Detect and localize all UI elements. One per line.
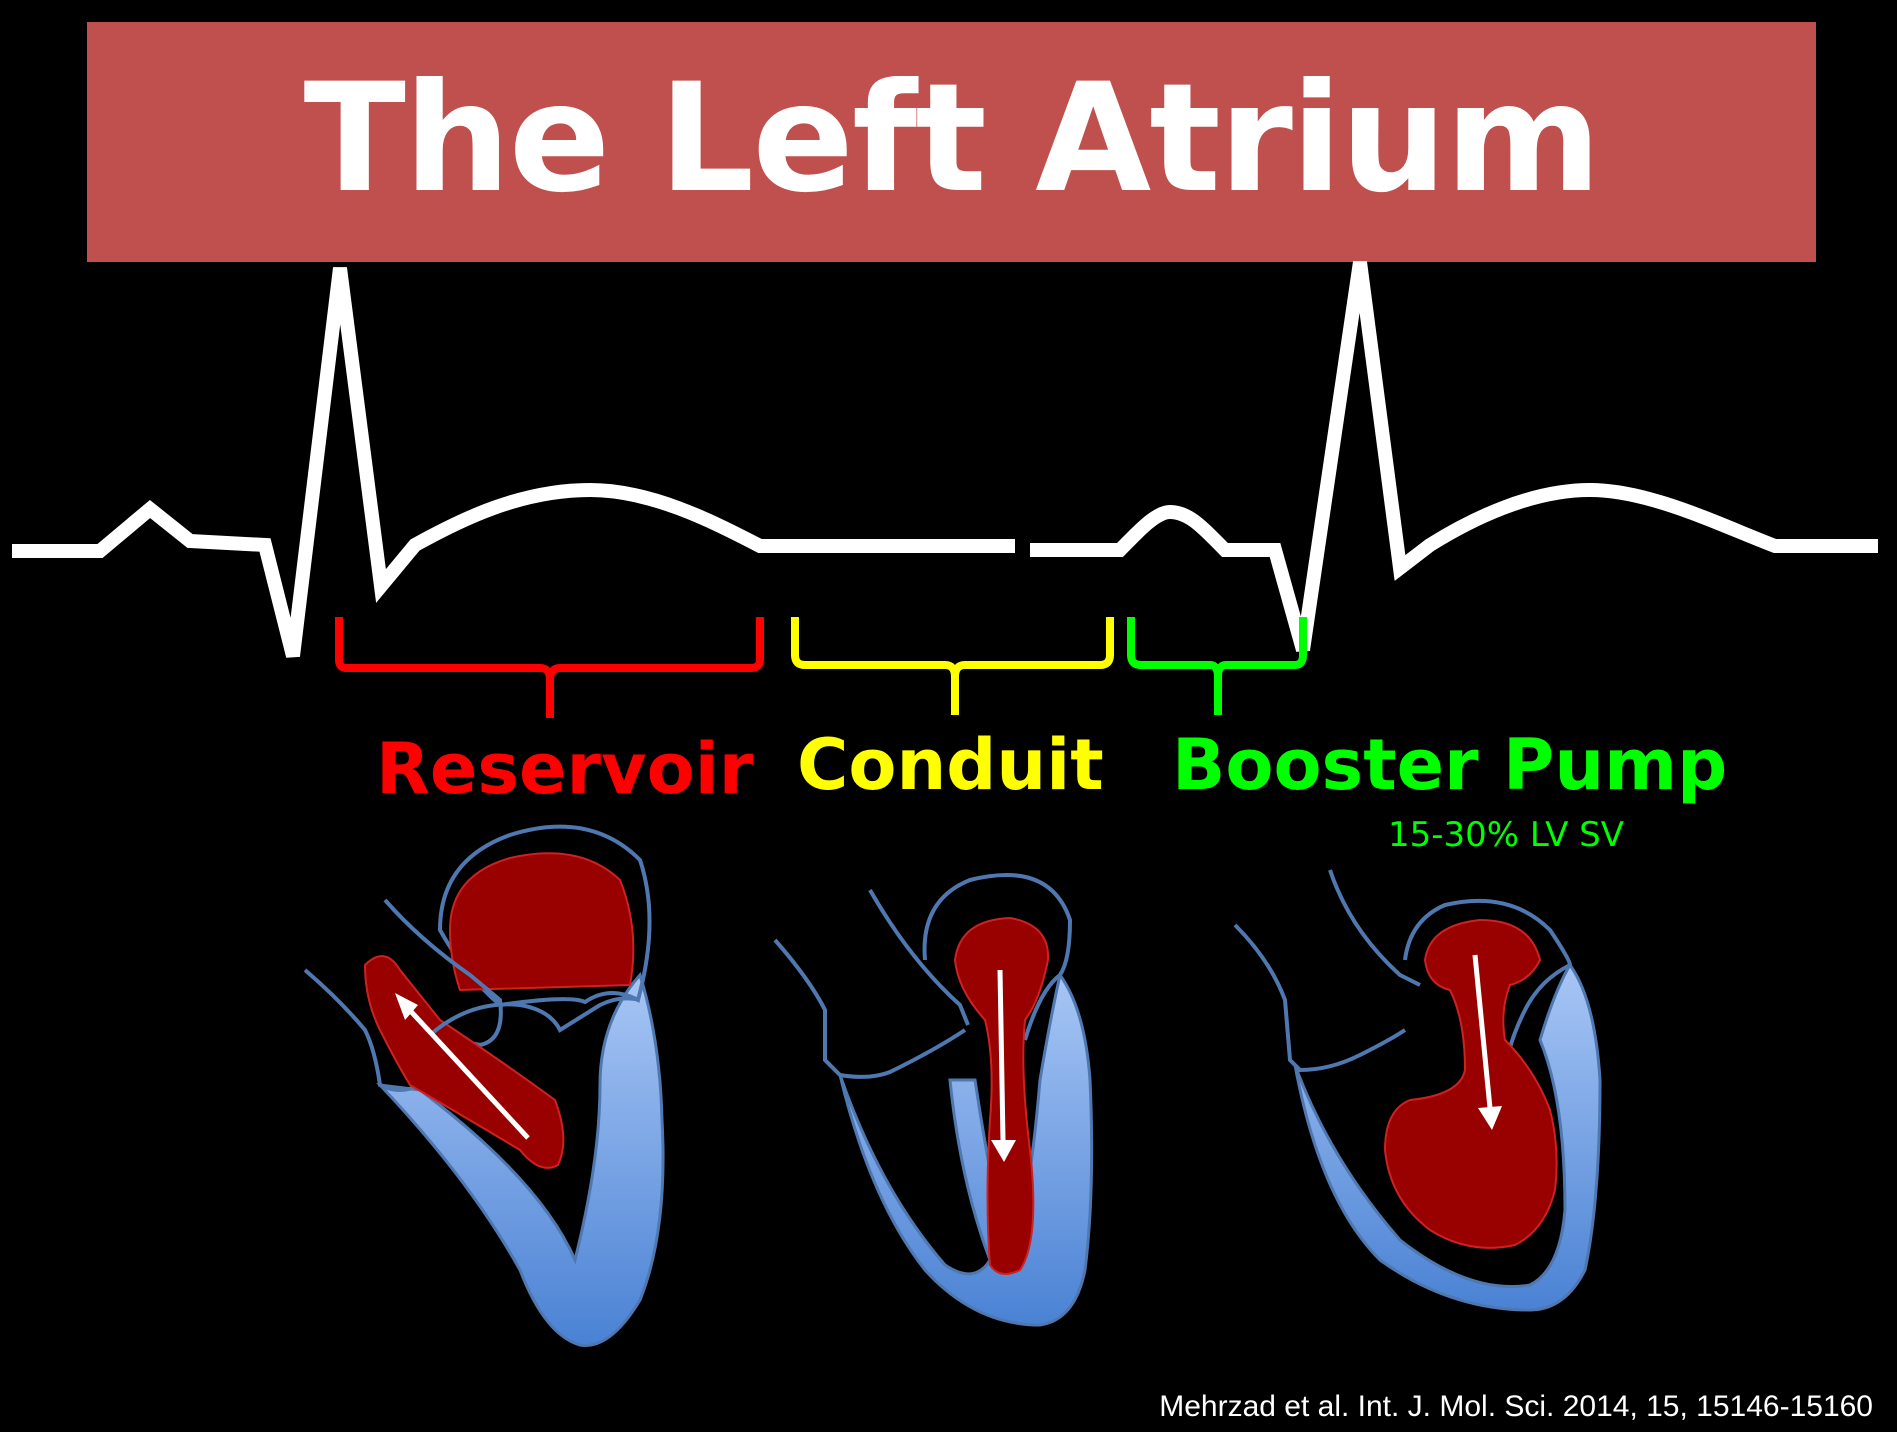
reservoir-myocardium: [376, 972, 665, 1347]
booster-arrowhead: [1478, 1106, 1502, 1130]
reservoir-bracket: [335, 617, 764, 718]
title-banner: The Left Atrium: [87, 22, 1816, 262]
booster-blood: [1383, 918, 1558, 1249]
booster-atrium-outline: [1403, 898, 1573, 1081]
conduit-arrowhead: [991, 1140, 1016, 1162]
conduit-heart: [773, 873, 1094, 1327]
conduit-atrium-outline: [922, 873, 1073, 1041]
reservoir-vessel-outline: [303, 898, 503, 1092]
conduit-label: Conduit: [797, 724, 1104, 806]
reservoir-arrowhead: [395, 993, 418, 1020]
reservoir-heart: [303, 824, 665, 1347]
reservoir-ventricle-blood: [363, 955, 565, 1169]
reservoir-flow-arrow: [403, 1003, 530, 1140]
reservoir-atrium-blood: [448, 852, 635, 992]
citation: Mehrzad et al. Int. J. Mol. Sci. 2014, 1…: [1159, 1390, 1873, 1423]
reservoir-valve-outline: [428, 996, 641, 1037]
conduit-flow-arrow: [997, 969, 1006, 1141]
booster-pump-label: Booster Pump: [1172, 724, 1728, 806]
booster-flow-arrow: [1472, 954, 1493, 1109]
booster-heart: [1233, 869, 1602, 1312]
slide-title: The Left Atrium: [303, 52, 1602, 226]
booster-bracket: [1127, 617, 1307, 715]
conduit-myocardium: [838, 971, 1094, 1327]
conduit-vessel-outline: [773, 889, 970, 1079]
ecg-trace: [12, 260, 1878, 658]
reservoir-label: Reservoir: [376, 728, 754, 810]
booster-pump-note: 15-30% LV SV: [1388, 815, 1625, 855]
booster-vessel-outline: [1233, 869, 1421, 1073]
conduit-bracket: [791, 617, 1114, 715]
